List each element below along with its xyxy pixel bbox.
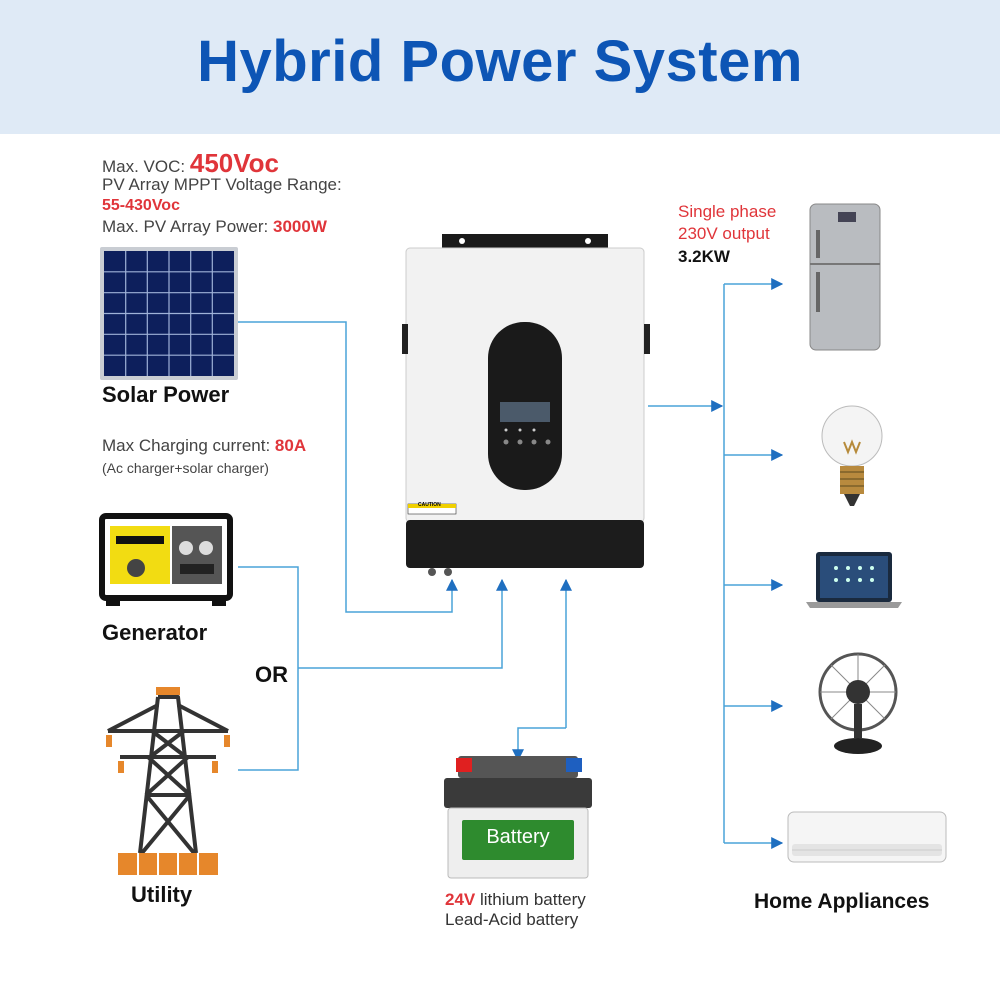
- max-pv-power-spec: Max. PV Array Power: 3000W: [102, 217, 327, 237]
- transmission-tower-icon: [106, 687, 230, 875]
- battery-voltage: 24V: [445, 890, 476, 909]
- solar-power-label: Solar Power: [102, 382, 230, 407]
- light-bulb-icon: [821, 405, 883, 506]
- caution-label: CAUTION: [418, 502, 441, 508]
- air-conditioner-icon: [787, 811, 947, 863]
- home-appliances-label: Home Appliances: [754, 890, 930, 913]
- generator-icon: [99, 513, 233, 606]
- charging-current-label: Max Charging current:: [102, 436, 271, 455]
- battery-type-line1: 24V lithium battery: [445, 890, 586, 910]
- mppt-range-value: 55-430Voc: [102, 197, 180, 214]
- page-title: Hybrid Power System: [197, 29, 803, 94]
- solar-wire: [238, 321, 458, 613]
- refrigerator-icon: [809, 203, 881, 351]
- max-pv-power-label: Max. PV Array Power:: [102, 217, 269, 236]
- battery-icon: [444, 756, 592, 879]
- output-voltage: 230V output: [678, 224, 770, 243]
- charging-current-value: 80A: [274, 436, 307, 455]
- laptop-icon: [806, 552, 902, 608]
- title-banner: [0, 0, 1000, 134]
- solar-panel-icon: [100, 247, 238, 380]
- charging-current-spec: Max Charging current: 80A: [102, 436, 306, 456]
- inverter-unit: [402, 234, 650, 576]
- generator-label: Generator: [102, 620, 208, 645]
- battery-type-lithium: lithium battery: [475, 890, 586, 909]
- max-pv-power-value: 3000W: [273, 217, 327, 236]
- max-voc-value: 450Voc: [189, 148, 279, 178]
- battery-wire-down: [512, 727, 566, 762]
- output-phase: Single phase: [678, 202, 777, 221]
- max-voc-spec: Max. VOC: 450Voc: [102, 148, 279, 179]
- fan-icon: [818, 652, 898, 754]
- mppt-range-label: PV Array MPPT Voltage Range:: [102, 175, 342, 194]
- or-label: OR: [255, 662, 288, 687]
- battery-label: Battery: [486, 826, 550, 848]
- utility-label: Utility: [131, 882, 193, 907]
- charging-note: (Ac charger+solar charger): [102, 460, 269, 476]
- output-power: 3.2KW: [678, 247, 730, 266]
- max-voc-label: Max. VOC:: [102, 157, 186, 176]
- battery-type-line2: Lead-Acid battery: [445, 910, 579, 929]
- ac-input-wire: [298, 578, 508, 669]
